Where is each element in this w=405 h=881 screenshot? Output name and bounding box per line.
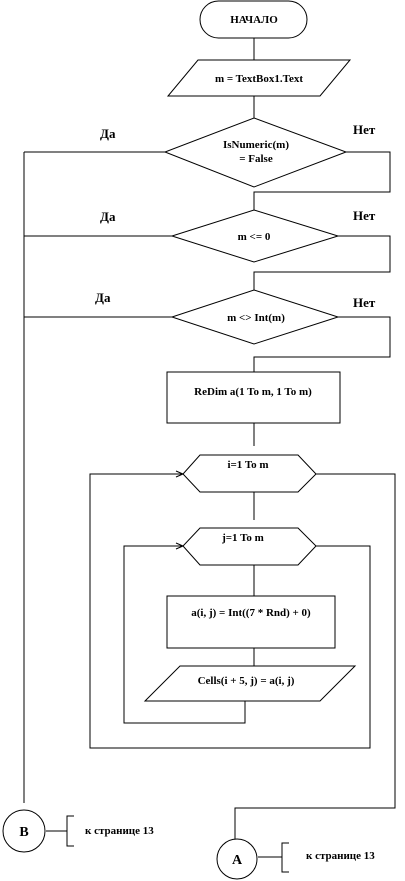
page-note: к странице 13 bbox=[306, 850, 375, 862]
yes-label: Да bbox=[95, 290, 111, 305]
loop-shape bbox=[182, 527, 317, 566]
process-label: a(i, j) = Int((7 * Rnd) + 0) bbox=[191, 607, 311, 619]
input-shape bbox=[166, 59, 352, 97]
loop-label: j=1 To m bbox=[221, 532, 264, 544]
page-note: к странице 13 bbox=[85, 825, 154, 837]
no-branch-line bbox=[253, 316, 391, 372]
start-terminator: НАЧАЛО bbox=[199, 0, 308, 39]
connector-b: B bbox=[2, 809, 46, 853]
decision-isnumeric: IsNumeric(m) = False bbox=[163, 117, 348, 188]
output-block: Cells(i + 5, j) = a(i, j) bbox=[143, 665, 357, 702]
yes-label: Да bbox=[100, 209, 116, 224]
start-shape bbox=[199, 0, 308, 39]
note-bracket-b bbox=[66, 815, 74, 847]
assign-process: a(i, j) = Int((7 * Rnd) + 0) bbox=[166, 595, 336, 649]
loop-shape bbox=[182, 454, 317, 493]
connector-label: A bbox=[232, 853, 243, 868]
input-label: m = TextBox1.Text bbox=[215, 73, 303, 85]
process-shape bbox=[166, 371, 341, 424]
redim-process: ReDim a(1 To m, 1 To m) bbox=[166, 371, 341, 424]
output-label: Cells(i + 5, j) = a(i, j) bbox=[198, 675, 295, 687]
no-branch-line bbox=[253, 151, 391, 210]
connector-a: A bbox=[216, 838, 258, 880]
connector-label: B bbox=[19, 825, 28, 840]
input-block: m = TextBox1.Text bbox=[166, 59, 352, 97]
no-label: Нет bbox=[353, 122, 376, 137]
process-label: ReDim a(1 To m, 1 To m) bbox=[194, 386, 312, 398]
process-shape bbox=[166, 595, 336, 649]
decision-shape bbox=[170, 289, 340, 345]
outer-loop-return bbox=[89, 473, 371, 749]
yes-label: Да bbox=[100, 126, 116, 141]
decision-nonpositive: m <= 0 bbox=[170, 209, 340, 263]
decision-label: m <= 0 bbox=[238, 231, 271, 243]
loop-j: j=1 To m bbox=[182, 527, 317, 566]
decision-label: IsNumeric(m) bbox=[223, 139, 289, 151]
outer-loop-exit bbox=[234, 473, 396, 843]
decision-label: = False bbox=[239, 153, 273, 165]
decision-label: m <> Int(m) bbox=[227, 312, 285, 324]
decision-shape bbox=[170, 209, 340, 263]
inner-loop-return bbox=[123, 545, 246, 724]
output-shape bbox=[143, 665, 357, 702]
start-label: НАЧАЛО bbox=[230, 14, 278, 26]
loop-label: i=1 To m bbox=[227, 459, 268, 471]
connector-shape bbox=[2, 809, 46, 853]
no-label: Нет bbox=[353, 208, 376, 223]
connector-shape bbox=[216, 838, 258, 880]
note-bracket-a bbox=[281, 842, 289, 873]
decision-integer: m <> Int(m) bbox=[170, 289, 340, 345]
no-branch-line bbox=[253, 235, 391, 290]
loop-i: i=1 To m bbox=[182, 454, 317, 493]
decision-shape bbox=[163, 117, 348, 188]
no-label: Нет bbox=[353, 295, 376, 310]
